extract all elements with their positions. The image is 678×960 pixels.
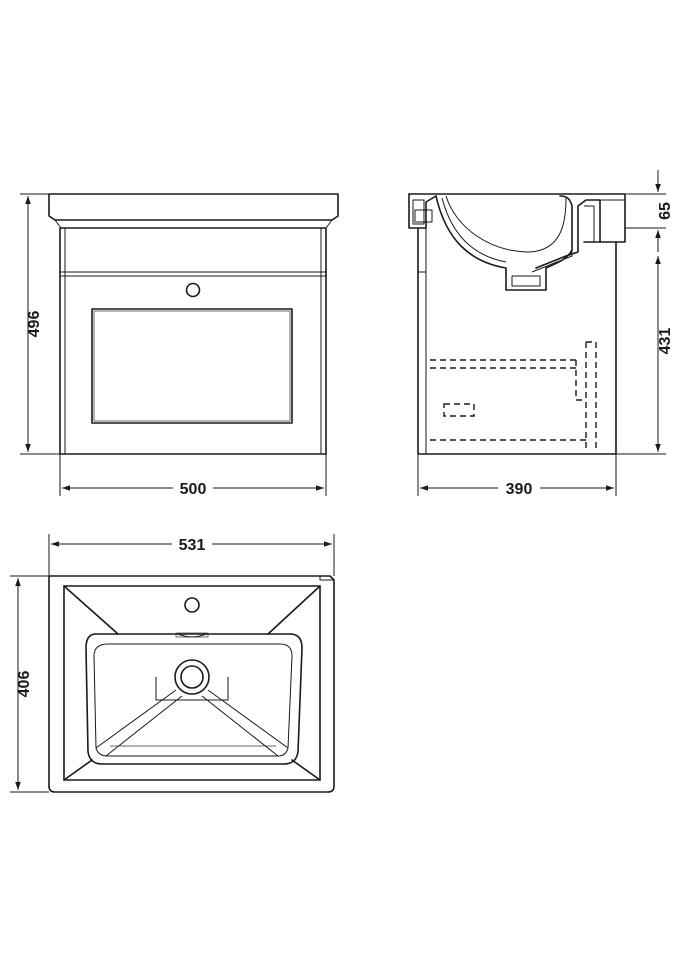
side-hidden-drawer	[430, 341, 597, 452]
dim-label-side-height: 431	[657, 328, 674, 355]
front-cabinet	[59, 227, 327, 455]
front-tap-hole	[185, 282, 201, 298]
dim-plan-width: 531	[48, 534, 335, 576]
dim-label-front-width: 500	[180, 481, 207, 498]
plan-tap-hole	[184, 597, 200, 613]
plan-drain-inner	[180, 665, 204, 689]
plan-basin-outline	[48, 575, 335, 793]
plan-bowl	[85, 633, 303, 765]
dim-label-plan-width: 531	[179, 537, 206, 554]
dim-front-width: 500	[59, 454, 327, 498]
dim-side-depth: 390	[417, 454, 617, 498]
plan-view	[48, 575, 335, 793]
front-elevation	[48, 193, 339, 455]
front-basin-top	[48, 193, 339, 221]
dim-label-front-height: 496	[26, 311, 43, 338]
plan-inner-rim	[63, 585, 321, 781]
side-cabinet	[417, 227, 617, 455]
plan-drain-outer	[174, 659, 210, 695]
dim-side-height: 431	[616, 256, 674, 455]
dim-plan-depth: 406	[10, 575, 49, 793]
dim-label-plan-depth: 406	[16, 671, 33, 698]
dim-label-side-depth: 390	[506, 481, 533, 498]
front-door-panel	[91, 308, 293, 424]
dim-side-top: 65	[625, 170, 674, 252]
side-elevation	[408, 193, 626, 455]
dim-front-height: 496	[20, 193, 60, 455]
dim-label-side-top: 65	[657, 202, 674, 220]
side-basin-bowl	[435, 195, 573, 291]
